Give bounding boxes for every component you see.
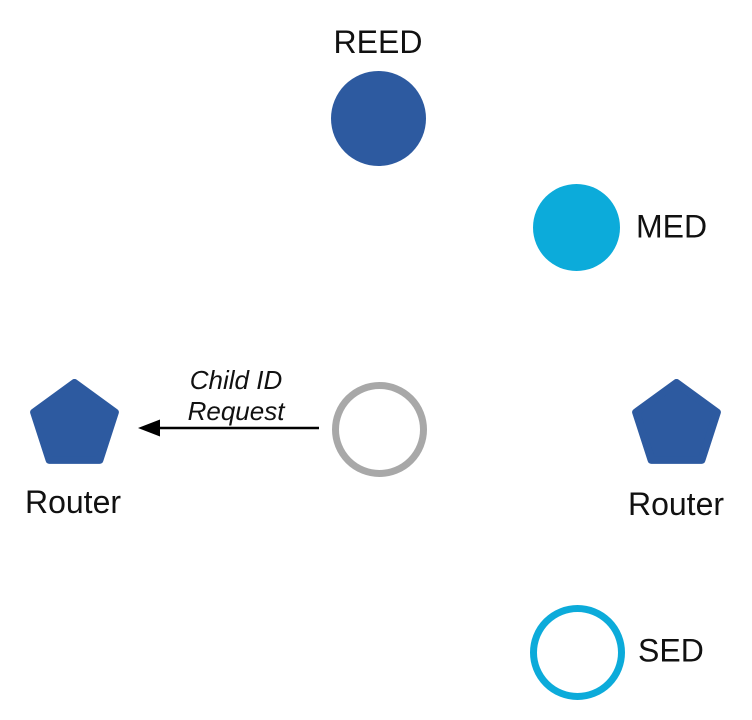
- sed-node-circle-icon: [530, 605, 625, 700]
- child-id-request-label: Child ID Request: [187, 365, 285, 426]
- router-left-pentagon-icon: [26, 379, 123, 477]
- joining-device-circle-icon: [332, 382, 427, 477]
- router-right-label: Router: [627, 486, 725, 522]
- reed-node-label: REED: [333, 24, 423, 60]
- sed-node-label: SED: [638, 632, 704, 669]
- child-id-request-arrow-icon: [138, 419, 319, 437]
- router-right-pentagon-icon: [628, 379, 725, 477]
- med-node-label: MED: [636, 208, 708, 245]
- router-left-label: Router: [24, 484, 122, 520]
- reed-node-circle-icon: [331, 71, 426, 166]
- med-node-circle-icon: [533, 184, 620, 271]
